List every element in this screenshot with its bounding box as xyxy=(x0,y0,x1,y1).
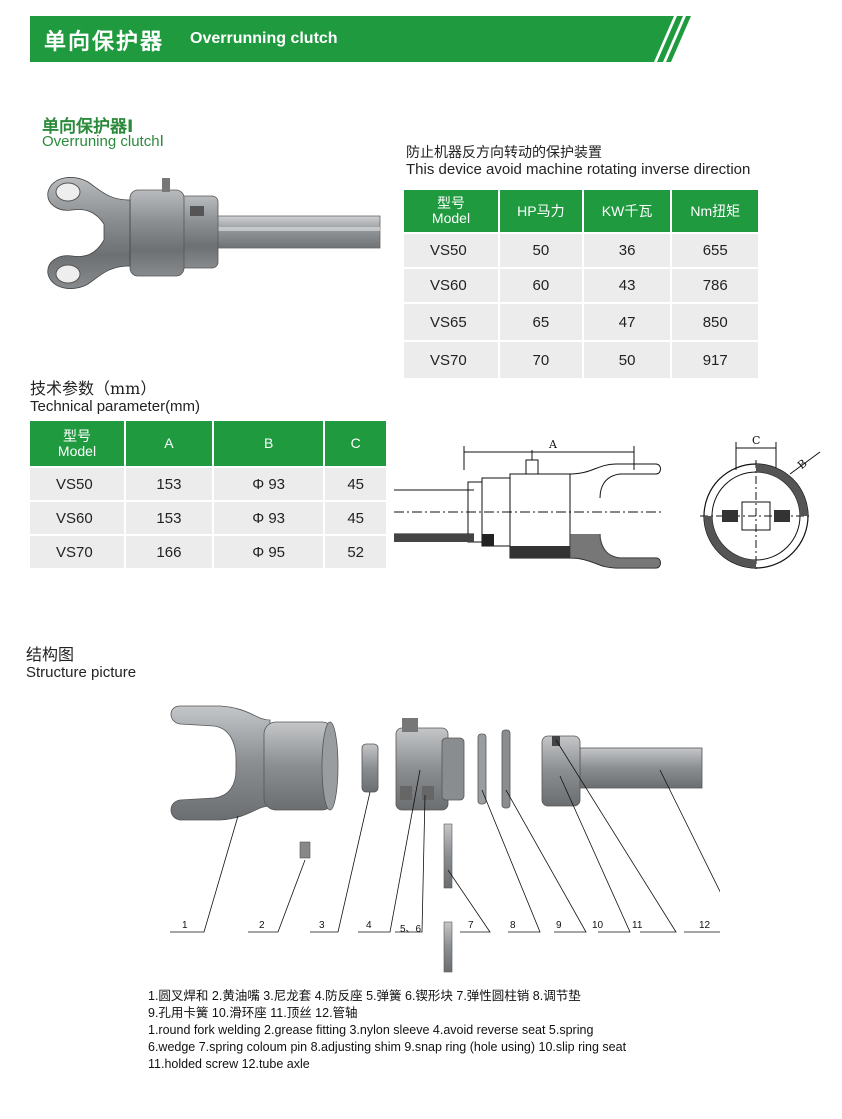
legend-en-line-2: 6.wedge 7.spring coloum pin 8.adjusting … xyxy=(148,1040,627,1054)
table-cell: 60 xyxy=(498,267,582,302)
table-row: VS60 153 Φ 93 45 xyxy=(30,500,386,534)
rating-header-nm: Nm扭矩 xyxy=(670,190,758,232)
table-cell: Φ 95 xyxy=(211,534,324,568)
table-cell: Φ 93 xyxy=(211,500,324,534)
rating-header-kw: KW千瓦 xyxy=(581,190,671,232)
table-cell: Φ 93 xyxy=(211,466,324,500)
header-label: B xyxy=(263,435,274,452)
table-cell: 166 xyxy=(124,534,212,568)
table-cell: 153 xyxy=(124,466,212,500)
header-label: Nm扭矩 xyxy=(690,202,741,219)
header-cn: 型号 xyxy=(63,427,91,444)
table-row: VS60 60 43 786 xyxy=(404,267,758,302)
table-cell: VS50 xyxy=(404,232,498,267)
structure-title-en: Structure picture xyxy=(26,664,137,681)
callout-12: 12 xyxy=(699,920,711,931)
table-cell: 43 xyxy=(581,267,671,302)
exploded-view xyxy=(170,705,720,973)
table-cell: VS70 xyxy=(404,340,498,378)
parts-legend: 1.圆叉焊和 2.黄油嘴 3.尼龙套 4.防反座 5.弹簧 6.锲形块 7.弹性… xyxy=(148,988,626,1073)
dimension-label-a: A xyxy=(548,438,558,451)
table-cell: 917 xyxy=(670,340,758,378)
callout-3: 3 xyxy=(319,920,325,931)
product-image xyxy=(47,177,381,289)
table-row: VS70 166 Φ 95 52 xyxy=(30,534,386,568)
table-cell: VS70 xyxy=(30,534,124,568)
table-cell: 655 xyxy=(670,232,758,267)
callout-1: 1 xyxy=(182,920,188,931)
section-drawing: A xyxy=(394,438,662,569)
callout-4: 4 xyxy=(366,920,372,931)
table-row: VS70 70 50 917 xyxy=(404,340,758,378)
table-cell: 52 xyxy=(323,534,386,568)
callout-5-6: 5、6 xyxy=(400,924,422,935)
table-cell: 50 xyxy=(498,232,582,267)
table-cell: VS60 xyxy=(30,500,124,534)
rating-table: 型号 Model HP马力 KW千瓦 Nm扭矩 VS50 50 36 655 V… xyxy=(404,190,758,378)
header-cn: 型号 xyxy=(437,195,465,212)
callout-9: 9 xyxy=(556,920,562,931)
header-banner xyxy=(30,16,810,62)
header-title-cn: 单向保护器 xyxy=(44,29,165,54)
callout-8: 8 xyxy=(510,920,516,931)
table-cell: VS50 xyxy=(30,466,124,500)
description-en: This device avoid machine rotating inver… xyxy=(406,161,751,178)
table-cell: 45 xyxy=(323,466,386,500)
legend-en-line-3: 11.holded screw 12.tube axle xyxy=(148,1057,310,1071)
structure-title-cn: 结构图 xyxy=(26,645,75,664)
dimension-table: 型号 Model A B C VS50 153 Φ 93 45 VS60 153… xyxy=(30,421,386,568)
table-cell: 65 xyxy=(498,302,582,340)
callout-10: 10 xyxy=(592,920,604,931)
dim-header-model: 型号 Model xyxy=(30,421,124,466)
callout-2: 2 xyxy=(259,920,265,931)
dim-header-c: C xyxy=(323,421,386,466)
table-cell: 850 xyxy=(670,302,758,340)
callout-7: 7 xyxy=(468,920,474,931)
header-label: HP马力 xyxy=(517,202,565,219)
tech-title-cn: 技术参数（mm） xyxy=(30,379,157,398)
header-label: A xyxy=(164,435,174,452)
rating-header-hp: HP马力 xyxy=(498,190,582,232)
header-en: Model xyxy=(57,442,97,459)
callout-11: 11 xyxy=(632,920,643,931)
dim-header-b: B xyxy=(211,421,324,466)
table-cell: VS65 xyxy=(404,302,498,340)
product-title-cn: 单向保护器Ⅰ xyxy=(42,117,134,136)
dimension-label-b: B xyxy=(795,457,810,472)
table-cell: 153 xyxy=(124,500,212,534)
table-cell: 786 xyxy=(670,267,758,302)
tech-title-en: Technical parameter(mm) xyxy=(30,398,201,415)
header-label: KW千瓦 xyxy=(601,202,653,219)
table-cell: 36 xyxy=(581,232,671,267)
table-cell: 45 xyxy=(323,500,386,534)
cross-section-drawing: C B xyxy=(700,434,821,572)
legend-cn-line-1: 1.圆叉焊和 2.黄油嘴 3.尼龙套 4.防反座 5.弹簧 6.锲形块 7.弹性… xyxy=(148,989,581,1003)
table-cell: 70 xyxy=(498,340,582,378)
legend-en-line-1: 1.round fork welding 2.grease fitting 3.… xyxy=(148,1023,594,1037)
table-row: VS65 65 47 850 xyxy=(404,302,758,340)
product-title-en: Overruning clutchⅠ xyxy=(42,133,164,150)
header-title-en: Overrunning clutch xyxy=(190,30,338,47)
header-label: C xyxy=(350,435,361,452)
table-cell: 50 xyxy=(581,340,671,378)
table-cell: VS60 xyxy=(404,267,498,302)
legend-cn-line-2: 9.孔用卡簧 10.滑环座 11.顶丝 12.管轴 xyxy=(148,1006,358,1020)
header-en: Model xyxy=(431,210,471,226)
table-row: VS50 50 36 655 xyxy=(404,232,758,267)
table-row: VS50 153 Φ 93 45 xyxy=(30,466,386,500)
dimension-label-c: C xyxy=(752,434,760,447)
rating-header-model: 型号 Model xyxy=(404,190,498,232)
description-cn: 防止机器反方向转动的保护装置 xyxy=(406,144,602,160)
table-cell: 47 xyxy=(581,302,671,340)
page-header: 单向保护器 Overrunning clutch xyxy=(30,16,810,62)
dim-header-a: A xyxy=(124,421,212,466)
